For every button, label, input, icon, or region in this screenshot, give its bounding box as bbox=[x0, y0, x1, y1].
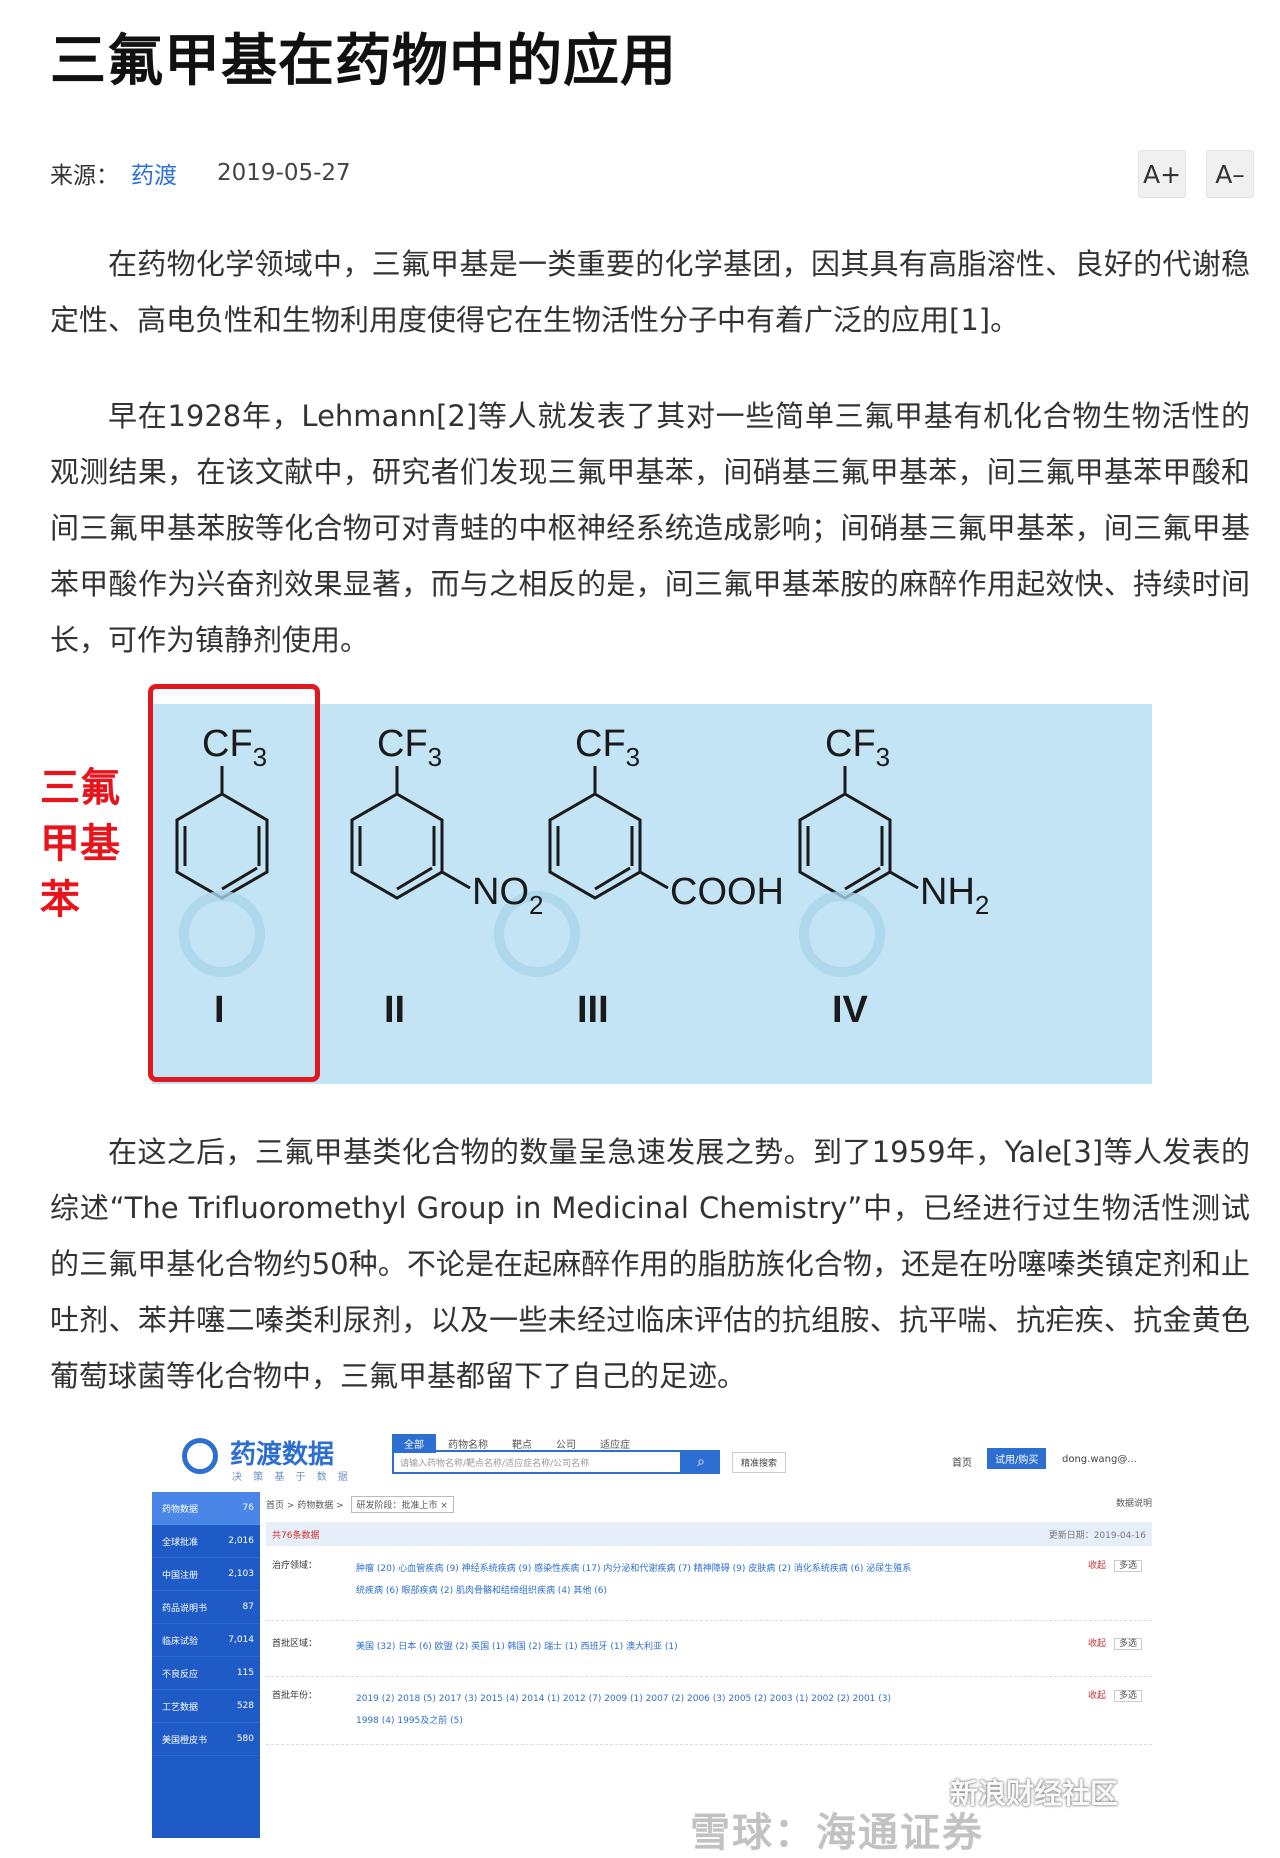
publish-date: 2019-05-27 bbox=[217, 160, 351, 186]
sina-watermark: 新浪财经社区 bbox=[950, 1777, 1119, 1810]
subscript: 3 bbox=[626, 742, 640, 772]
subscript: 3 bbox=[253, 742, 267, 772]
db-data-note-link[interactable]: 数据说明 bbox=[1115, 1499, 1152, 1509]
structures-svg: CF3 CF3 CF3 CF3 NO2 COOH NH2 I II III IV bbox=[175, 723, 989, 1031]
substituent-nh2: NH2 bbox=[920, 871, 989, 920]
compound-number-iii: III bbox=[577, 989, 609, 1031]
trifluoromethylbenzene-label: 三氟 甲基 苯 bbox=[40, 760, 130, 928]
subscript: 2 bbox=[975, 890, 989, 920]
db-filter-collapse: 收起多选 bbox=[1088, 1636, 1142, 1650]
label-line: 甲基 bbox=[40, 821, 120, 867]
db-filter-values[interactable]: 肿瘤 (20) 心血管疾病 (9) 神经系统疾病 (9) 感染性疾病 (17) … bbox=[356, 1564, 912, 1596]
benzene-ring-iii bbox=[548, 766, 669, 900]
font-increase-button[interactable]: A+ bbox=[1138, 150, 1186, 198]
search-icon: ⌕ bbox=[697, 1454, 705, 1470]
db-filter-region: 首批区域： 美国 (32) 日本 (6) 欧盟 (2) 英国 (1) 韩国 (2… bbox=[266, 1632, 1152, 1677]
db-main: 首页 > 药物数据 > 研发阶段：批准上市 × 数据说明 共76条数据 更新日期… bbox=[266, 1492, 1152, 1838]
paragraph-history: 早在1928年，Lehmann[2]等人就发表了其对一些简单三氟甲基有机化合物生… bbox=[50, 399, 1250, 657]
source-link[interactable]: 药渡 bbox=[131, 163, 177, 189]
article-title: 三氟甲基在药物中的应用 bbox=[50, 29, 677, 94]
cf3-group-iii: CF3 bbox=[575, 723, 640, 772]
highlight-box-compound-i bbox=[148, 684, 320, 1082]
db-advanced-search-button[interactable]: 精准搜索 bbox=[732, 1452, 787, 1473]
db-header: 药渡数据 决 策 基 于 数 据 全部 药物名称 靶点 公司 适应症 请输入药物… bbox=[152, 1428, 1152, 1488]
subscript: 3 bbox=[428, 742, 442, 772]
db-filter-collapse: 收起多选 bbox=[1088, 1558, 1142, 1572]
compound-number-ii: II bbox=[384, 989, 405, 1031]
db-filter-therapeutic-area: 治疗领域： 肿瘤 (20) 心血管疾病 (9) 神经系统疾病 (9) 感染性疾病… bbox=[266, 1554, 1152, 1621]
db-search-input[interactable]: 请输入药物名称/靶点名称/适应症名称/公司名称 bbox=[392, 1450, 682, 1474]
db-trial-button[interactable]: 试用/购买 bbox=[987, 1448, 1047, 1469]
cf3-group-iv: CF3 bbox=[825, 723, 890, 772]
db-filter-tag[interactable]: 研发阶段：批准上市 × bbox=[350, 1496, 454, 1513]
subscript: 2 bbox=[529, 890, 543, 920]
db-tab-company[interactable]: 公司 bbox=[556, 1440, 576, 1451]
xueqiu-watermark: 雪球：海通证券 bbox=[690, 1810, 984, 1856]
chemical-structures-figure: 三氟 甲基 苯 bbox=[40, 682, 1160, 1084]
db-search-tabs: 全部 药物名称 靶点 公司 适应症 bbox=[392, 1434, 642, 1453]
subscript: 3 bbox=[876, 742, 890, 772]
paragraph-intro: 在药物化学领域中，三氟甲基是一类重要的化学基团，因其具有高脂溶性、良好的代谢稳定… bbox=[50, 247, 1250, 337]
article-meta: 来源： 药渡 2019-05-27 bbox=[50, 156, 351, 190]
compound-number-i: I bbox=[214, 989, 225, 1031]
cf3-group-i: CF3 bbox=[202, 723, 267, 772]
db-logo-text: 药渡数据 bbox=[230, 1440, 335, 1470]
source-label: 来源： bbox=[50, 163, 119, 189]
db-search-button[interactable]: ⌕ bbox=[682, 1450, 720, 1474]
font-decrease-button[interactable]: A– bbox=[1206, 150, 1254, 198]
benzene-ring-ii bbox=[350, 766, 471, 900]
substituent-no2: NO2 bbox=[472, 871, 543, 920]
db-home-link[interactable]: 首页 bbox=[952, 1458, 972, 1469]
benzene-ring-iv bbox=[798, 766, 919, 900]
paragraph-development: 在这之后，三氟甲基类化合物的数量呈急速发展之势。到了1959年，Yale[3]等… bbox=[50, 1135, 1250, 1393]
db-tab-all[interactable]: 全部 bbox=[392, 1434, 436, 1453]
db-user-name[interactable]: dong.wang@... bbox=[1062, 1454, 1137, 1465]
db-filter-year: 首批年份： 2019 (2) 2018 (5) 2017 (3) 2015 (4… bbox=[266, 1684, 1152, 1745]
label-line: 苯 bbox=[40, 877, 80, 923]
cf3-group-ii: CF3 bbox=[377, 723, 442, 772]
db-tab-indication[interactable]: 适应症 bbox=[600, 1440, 630, 1451]
yaodu-logo-icon bbox=[182, 1438, 218, 1474]
db-logo-subtitle: 决 策 基 于 数 据 bbox=[232, 1472, 352, 1483]
db-tab-target[interactable]: 靶点 bbox=[512, 1440, 532, 1451]
label-line: 三氟 bbox=[40, 765, 120, 811]
db-filter-values[interactable]: 2019 (2) 2018 (5) 2017 (3) 2015 (4) 2014… bbox=[356, 1694, 892, 1726]
db-update-date: 更新日期：2019-04-16 bbox=[1048, 1530, 1146, 1541]
substituent-cooh: COOH bbox=[670, 871, 784, 913]
db-count-bar: 共76条数据 更新日期：2019-04-16 bbox=[266, 1522, 1152, 1546]
db-filter-collapse: 收起多选 bbox=[1088, 1688, 1142, 1702]
compound-number-iv: IV bbox=[832, 989, 869, 1031]
db-breadcrumb: 首页 > 药物数据 > 研发阶段：批准上市 × bbox=[266, 1496, 454, 1513]
db-tab-drug-name[interactable]: 药物名称 bbox=[448, 1440, 488, 1451]
db-filter-values[interactable]: 美国 (32) 日本 (6) 欧盟 (2) 英国 (1) 韩国 (2) 瑞士 (… bbox=[356, 1642, 678, 1652]
embedded-database-screenshot: 药渡数据 决 策 基 于 数 据 全部 药物名称 靶点 公司 适应症 请输入药物… bbox=[152, 1428, 1152, 1838]
